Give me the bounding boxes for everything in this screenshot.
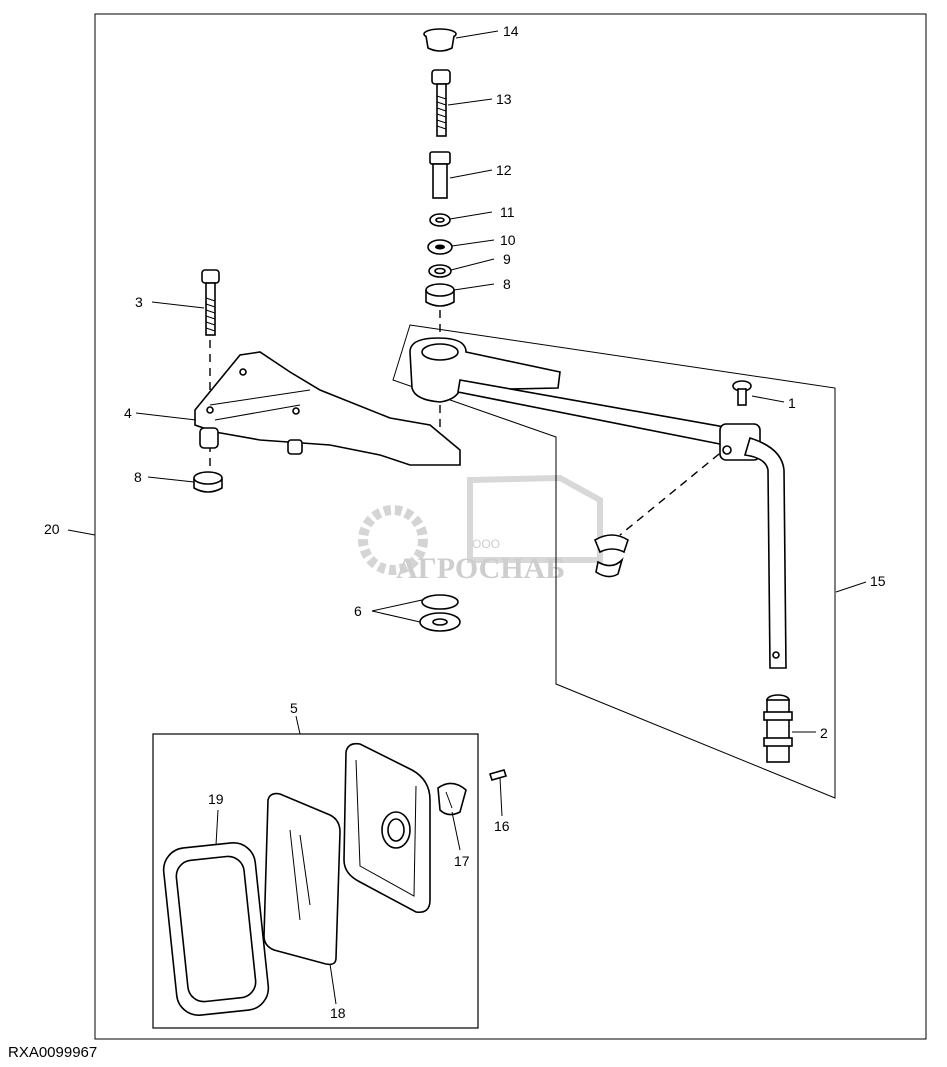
callout-12: 12: [496, 162, 512, 178]
callout-20: 20: [44, 521, 60, 537]
part-14-cap: [423, 28, 457, 52]
part-16-screw: [488, 769, 508, 781]
callout-8-upper: 8: [503, 276, 511, 292]
part-13-bolt: [431, 69, 451, 137]
drawing-code: RXA0099967: [8, 1044, 98, 1061]
part-2-sleeve: [763, 694, 793, 763]
axis-line-diagonal: [619, 444, 731, 536]
part-3-bolt: [201, 269, 220, 336]
part-8-bushing-upper: [425, 283, 455, 307]
watermark-company: АГРОСНАБ: [396, 552, 565, 585]
callout-18: 18: [330, 1005, 346, 1021]
callout-11: 11: [500, 204, 515, 220]
callout-6: 6: [354, 603, 362, 619]
callout-16: 16: [494, 818, 510, 834]
part-9-washer: [428, 264, 452, 278]
callout-4: 4: [124, 405, 132, 421]
part-12-sleeve: [429, 151, 451, 199]
watermark-gear-icon: [358, 505, 428, 575]
callout-15: 15: [870, 573, 886, 589]
part-1-screw: [732, 380, 752, 406]
part-10-nut: [427, 239, 453, 255]
callout-19: 19: [208, 791, 224, 807]
part-17-clip: [437, 782, 467, 816]
part-7-clamp: [593, 534, 629, 578]
part-19-mirror-gasket: [162, 842, 270, 1016]
mirror-panel-frame: [152, 733, 479, 1029]
callout-10: 10: [500, 232, 516, 248]
callout-17: 17: [454, 853, 470, 869]
callout-8-lower: 8: [134, 469, 142, 485]
part-11-washer: [429, 213, 451, 227]
panel-15-outline: [392, 324, 836, 799]
part-15-arm-assembly: [409, 337, 787, 669]
callout-9: 9: [503, 251, 511, 267]
leader-lines: [67, 30, 867, 1005]
outer-frame: [94, 13, 927, 1040]
callout-14: 14: [503, 23, 519, 39]
part-8-bushing-lower: [193, 471, 223, 493]
callout-2: 2: [820, 725, 828, 741]
callout-1: 1: [788, 395, 796, 411]
watermark: ООО АГРОСНАБ: [358, 474, 603, 585]
callout-13: 13: [496, 91, 512, 107]
part-6-washers: [419, 594, 461, 632]
watermark-prefix: ООО: [472, 537, 500, 551]
watermark-harvester-icon: [467, 474, 603, 563]
part-4-bracket: [194, 351, 461, 466]
callout-3: 3: [135, 294, 143, 310]
callout-5: 5: [290, 700, 298, 716]
part-18-mirror-glass: [263, 792, 341, 966]
part-5-mirror-housing: [343, 742, 431, 914]
